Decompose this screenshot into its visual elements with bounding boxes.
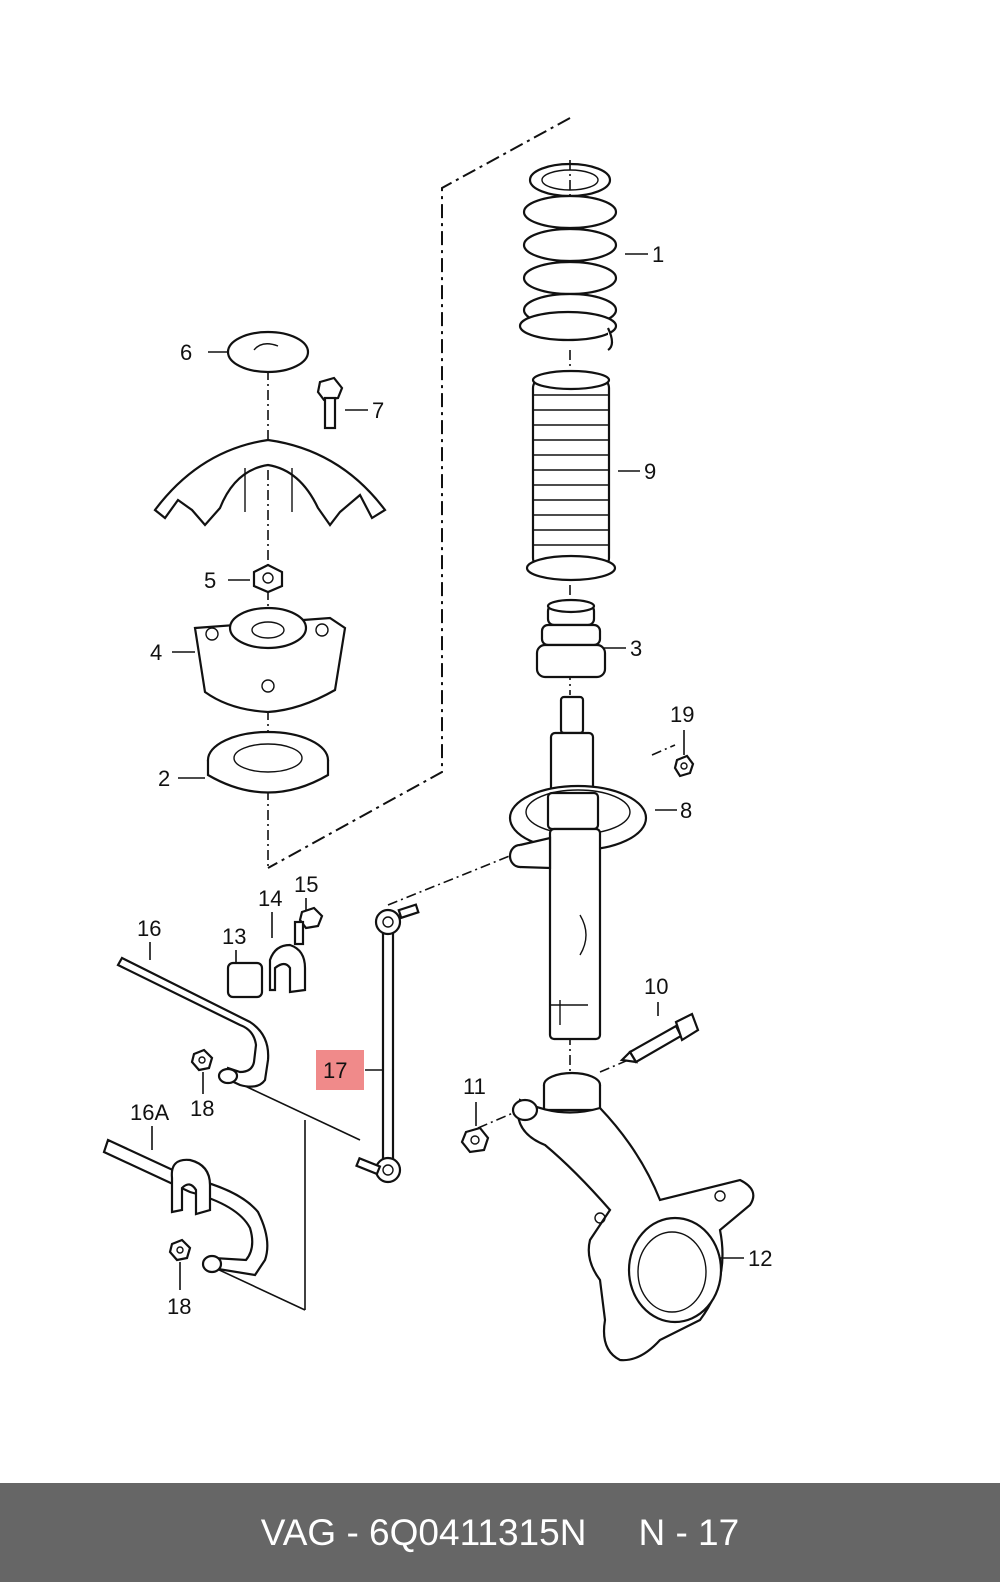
callout-7: 7 xyxy=(372,398,384,423)
callout-3: 3 xyxy=(630,636,642,661)
callout-9: 9 xyxy=(644,459,656,484)
callout-6: 6 xyxy=(180,340,192,365)
bolt-7-part xyxy=(316,376,344,430)
nut-18-lower-part xyxy=(168,1238,192,1262)
callout-8: 8 xyxy=(680,798,692,823)
callout-18-upper: 18 xyxy=(190,1096,214,1121)
nut-11-part xyxy=(460,1126,490,1154)
bolt-10-part xyxy=(619,1012,700,1064)
coupling-rod-part xyxy=(355,903,420,1184)
callout-10: 10 xyxy=(644,974,668,999)
callout-16: 16 xyxy=(137,916,161,941)
callout-18-lower: 18 xyxy=(167,1294,191,1319)
callout-5: 5 xyxy=(204,568,216,593)
stabilizer-bar-variant-part xyxy=(102,1138,269,1277)
strut-bearing-part xyxy=(206,730,330,794)
cap-part xyxy=(226,330,310,374)
callout-17: 17 xyxy=(323,1058,347,1083)
nut-19-part xyxy=(673,754,695,778)
protective-boot-part xyxy=(525,369,617,582)
nut-5-part xyxy=(252,563,284,594)
top-strut-mount-part xyxy=(193,606,347,714)
bump-stop-part xyxy=(535,598,607,679)
part-number-footer: VAG - 6Q0411315N N - 17 xyxy=(0,1483,1000,1582)
coil-spring-part xyxy=(518,160,618,351)
callout-19: 19 xyxy=(670,702,694,727)
stabilizer-bar-part xyxy=(116,956,270,1088)
callout-16a: 16A xyxy=(130,1100,169,1125)
steering-knuckle-part xyxy=(511,1071,755,1362)
callout-4: 4 xyxy=(150,640,162,665)
leader-lines xyxy=(149,253,744,1290)
highlight-box xyxy=(316,1050,364,1090)
callout-1: 1 xyxy=(652,242,664,267)
exploded-parts-diagram: 1 6 7 9 5 4 3 19 2 8 15 14 16 13 10 17 1… xyxy=(102,117,772,1362)
part-number-text: VAG - 6Q0411315N xyxy=(260,1511,587,1553)
callout-12: 12 xyxy=(748,1246,772,1271)
callout-15: 15 xyxy=(294,872,318,897)
nut-18-upper-part xyxy=(190,1048,214,1072)
diagram-reference-text: N - 17 xyxy=(638,1511,740,1553)
callout-11: 11 xyxy=(463,1074,486,1099)
callout-14: 14 xyxy=(258,886,282,911)
shock-absorber-strut-part xyxy=(508,695,648,1041)
callout-2: 2 xyxy=(158,766,170,791)
stabilizer-bush-clamp-part xyxy=(226,906,324,999)
callout-labels: 1 6 7 9 5 4 3 19 2 8 15 14 16 13 10 17 1… xyxy=(130,242,772,1319)
callout-13: 13 xyxy=(222,924,246,949)
strut-cover-shield-part xyxy=(153,438,387,527)
